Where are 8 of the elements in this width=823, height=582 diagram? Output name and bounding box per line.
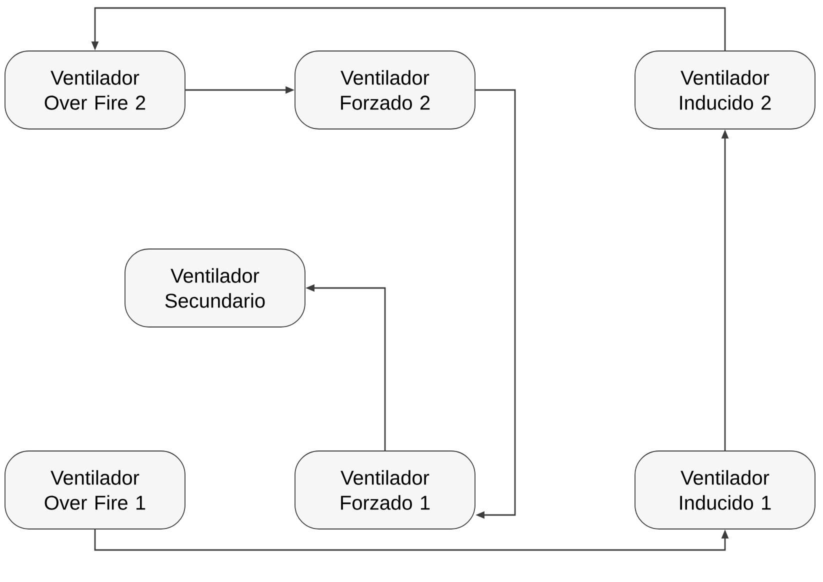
process-box: Ventilador Secundario <box>124 248 306 328</box>
process-box: Ventilador Forzado 2 <box>294 50 476 130</box>
arrow <box>475 89 516 519</box>
process-box: Ventilador Over Fire 1 <box>4 450 186 530</box>
process-box: Ventilador Over Fire 2 <box>4 50 186 130</box>
process-box: Ventilador Inducido 1 <box>634 450 816 530</box>
process-box: Ventilador Inducido 2 <box>634 50 816 130</box>
process-box: Ventilador Forzado 1 <box>294 450 476 530</box>
